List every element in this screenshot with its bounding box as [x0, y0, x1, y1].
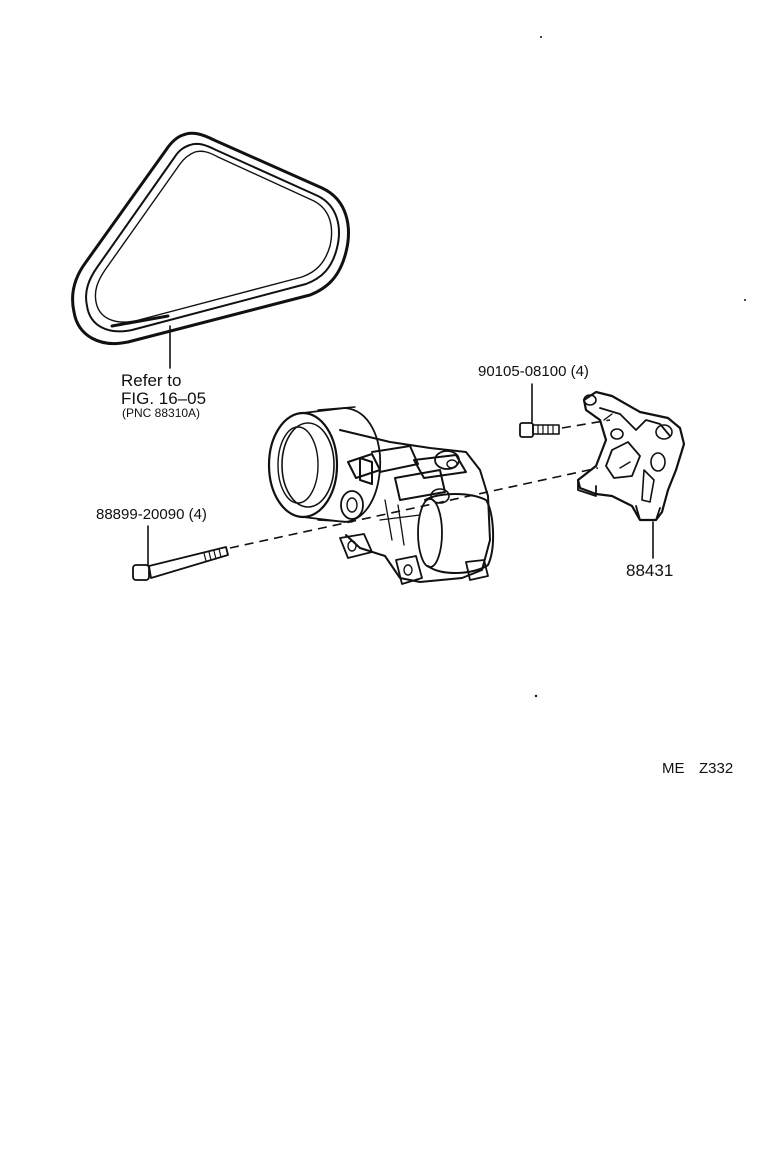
speck — [540, 36, 542, 38]
compressor-bracket[interactable] — [576, 390, 686, 522]
alignment-line-small-bolt — [561, 419, 611, 429]
bolt-long-part-number[interactable]: 88899-20090 (4) — [96, 506, 207, 523]
bracket-part-number[interactable]: 88431 — [626, 561, 673, 580]
speck — [534, 694, 538, 698]
drive-belt[interactable] — [71, 131, 350, 345]
ac-compressor[interactable] — [267, 406, 495, 585]
speck — [744, 299, 746, 301]
diagram-code-prefix: ME — [662, 760, 685, 777]
alignment-line-long-bolt — [229, 467, 599, 549]
diagram-code: Z332 — [699, 760, 733, 777]
bolt-small-part-number[interactable]: 90105-08100 (4) — [478, 363, 589, 380]
bolt-small[interactable] — [519, 422, 560, 438]
belt-refer-text: Refer to — [121, 371, 181, 390]
belt-pnc-ref: (PNC 88310A) — [122, 406, 200, 420]
bolt-long[interactable] — [132, 546, 229, 581]
belt-fig-ref[interactable]: FIG. 16–05 — [121, 389, 206, 408]
